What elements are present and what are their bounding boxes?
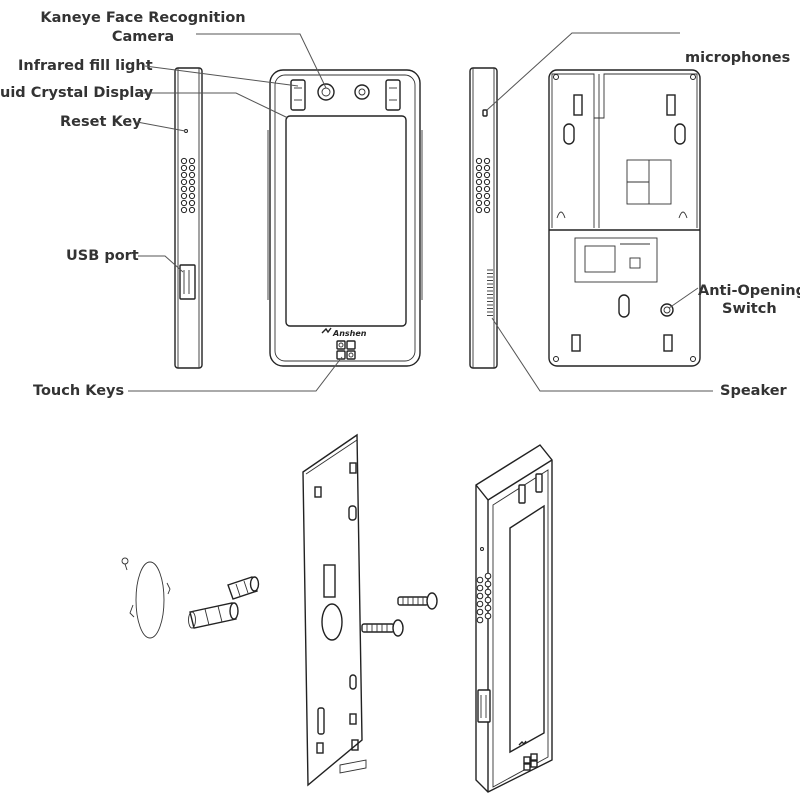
label-camera-line1: Kaneye Face Recognition xyxy=(40,10,245,26)
grille-hole xyxy=(188,164,196,172)
grille-hole xyxy=(476,600,484,608)
grille-hole xyxy=(483,178,491,186)
label-touch-keys: Touch Keys xyxy=(33,383,124,399)
grille-hole xyxy=(475,199,483,207)
grille-hole xyxy=(475,206,483,214)
grille-hole xyxy=(188,157,196,165)
grille-hole xyxy=(180,206,188,214)
grille-hole xyxy=(484,612,492,620)
callouts: Kaneye Face Recognition Camera Infrared … xyxy=(0,10,800,399)
grille-hole xyxy=(484,596,492,604)
mount-oval xyxy=(618,294,630,318)
screw-1 xyxy=(397,592,438,610)
touch-keys xyxy=(336,340,356,360)
speaker-slots xyxy=(487,269,493,316)
grille-hole xyxy=(475,164,483,172)
device-3d-screen xyxy=(509,504,545,754)
label-reset-key: Reset Key xyxy=(60,114,142,130)
mount-oval xyxy=(563,123,575,145)
grille-hole xyxy=(180,178,188,186)
mount-slot xyxy=(571,334,581,352)
installation-exploded-view xyxy=(121,433,553,793)
grille-hole xyxy=(475,178,483,186)
label-usb-port: USB port xyxy=(66,248,139,264)
label-speaker: Speaker xyxy=(720,383,788,399)
label-microphones: microphones xyxy=(685,50,790,66)
grille-hole xyxy=(188,206,196,214)
label-anti-opening-line1: Anti-Opening xyxy=(698,283,800,299)
device-3d-grille xyxy=(476,572,492,624)
screw-2 xyxy=(361,619,404,637)
grille-hole xyxy=(188,185,196,193)
wall-hole xyxy=(135,561,165,639)
grille-hole xyxy=(476,616,484,624)
grille-hole xyxy=(180,185,188,193)
grille-hole xyxy=(484,588,492,596)
grille-hole xyxy=(180,171,188,179)
grille-hole xyxy=(483,171,491,179)
back-view xyxy=(548,69,701,367)
second-camera-icon xyxy=(354,84,370,100)
grille-hole xyxy=(483,157,491,165)
grille-hole xyxy=(484,572,492,580)
lcd-screen xyxy=(285,115,407,327)
grille-hole xyxy=(180,157,188,165)
microphone-hole xyxy=(482,109,488,117)
usb-port xyxy=(179,264,196,300)
label-anti-opening-line2: Switch xyxy=(722,301,777,317)
right-side-view xyxy=(469,67,498,369)
grille-hole xyxy=(476,592,484,600)
plate-window xyxy=(323,564,336,598)
grille-hole xyxy=(476,584,484,592)
grille-hole xyxy=(484,604,492,612)
grille-hole xyxy=(484,580,492,588)
left-side-view xyxy=(174,67,203,369)
plate-hole xyxy=(321,603,343,641)
grille-hole xyxy=(188,178,196,186)
grille-hole xyxy=(180,199,188,207)
grille-hole xyxy=(475,157,483,165)
grille-hole xyxy=(188,192,196,200)
infrared-fill-light-right xyxy=(385,79,401,111)
right-speaker-grille xyxy=(475,157,491,214)
grille-hole xyxy=(483,185,491,193)
grille-hole xyxy=(475,171,483,179)
face-camera-icon xyxy=(317,83,335,101)
grille-hole xyxy=(188,171,196,179)
anti-opening-switch xyxy=(660,303,674,317)
grille-hole xyxy=(475,192,483,200)
grille-hole xyxy=(483,199,491,207)
grille-hole xyxy=(475,185,483,193)
plate-slot xyxy=(314,486,322,498)
label-camera-line2: Camera xyxy=(112,29,174,45)
grille-hole xyxy=(180,192,188,200)
brand-logo-icon xyxy=(321,327,332,334)
grille-hole xyxy=(180,164,188,172)
grille-hole xyxy=(476,608,484,616)
standoff-1 xyxy=(227,576,260,600)
brand-name: Anshen xyxy=(332,329,367,338)
grille-hole xyxy=(476,576,484,584)
mount-oval xyxy=(674,123,686,145)
label-infrared-fill-light: Infrared fill light xyxy=(18,58,153,74)
grille-hole xyxy=(483,192,491,200)
plate-slot xyxy=(349,462,357,474)
mount-slot xyxy=(663,334,673,352)
front-view: Anshen xyxy=(267,69,423,367)
circuit-board xyxy=(574,237,658,283)
grille-hole xyxy=(483,164,491,172)
mounting-plate xyxy=(302,433,367,787)
left-speaker-grille xyxy=(180,157,196,214)
grille-hole xyxy=(188,199,196,207)
standoff-2 xyxy=(188,602,239,629)
label-lcd: uid Crystal Display xyxy=(0,85,154,101)
infrared-fill-light-left xyxy=(290,79,306,111)
mount-slot xyxy=(666,94,676,116)
mount-slot xyxy=(573,94,583,116)
grille-hole xyxy=(483,206,491,214)
device-3d xyxy=(475,444,553,793)
